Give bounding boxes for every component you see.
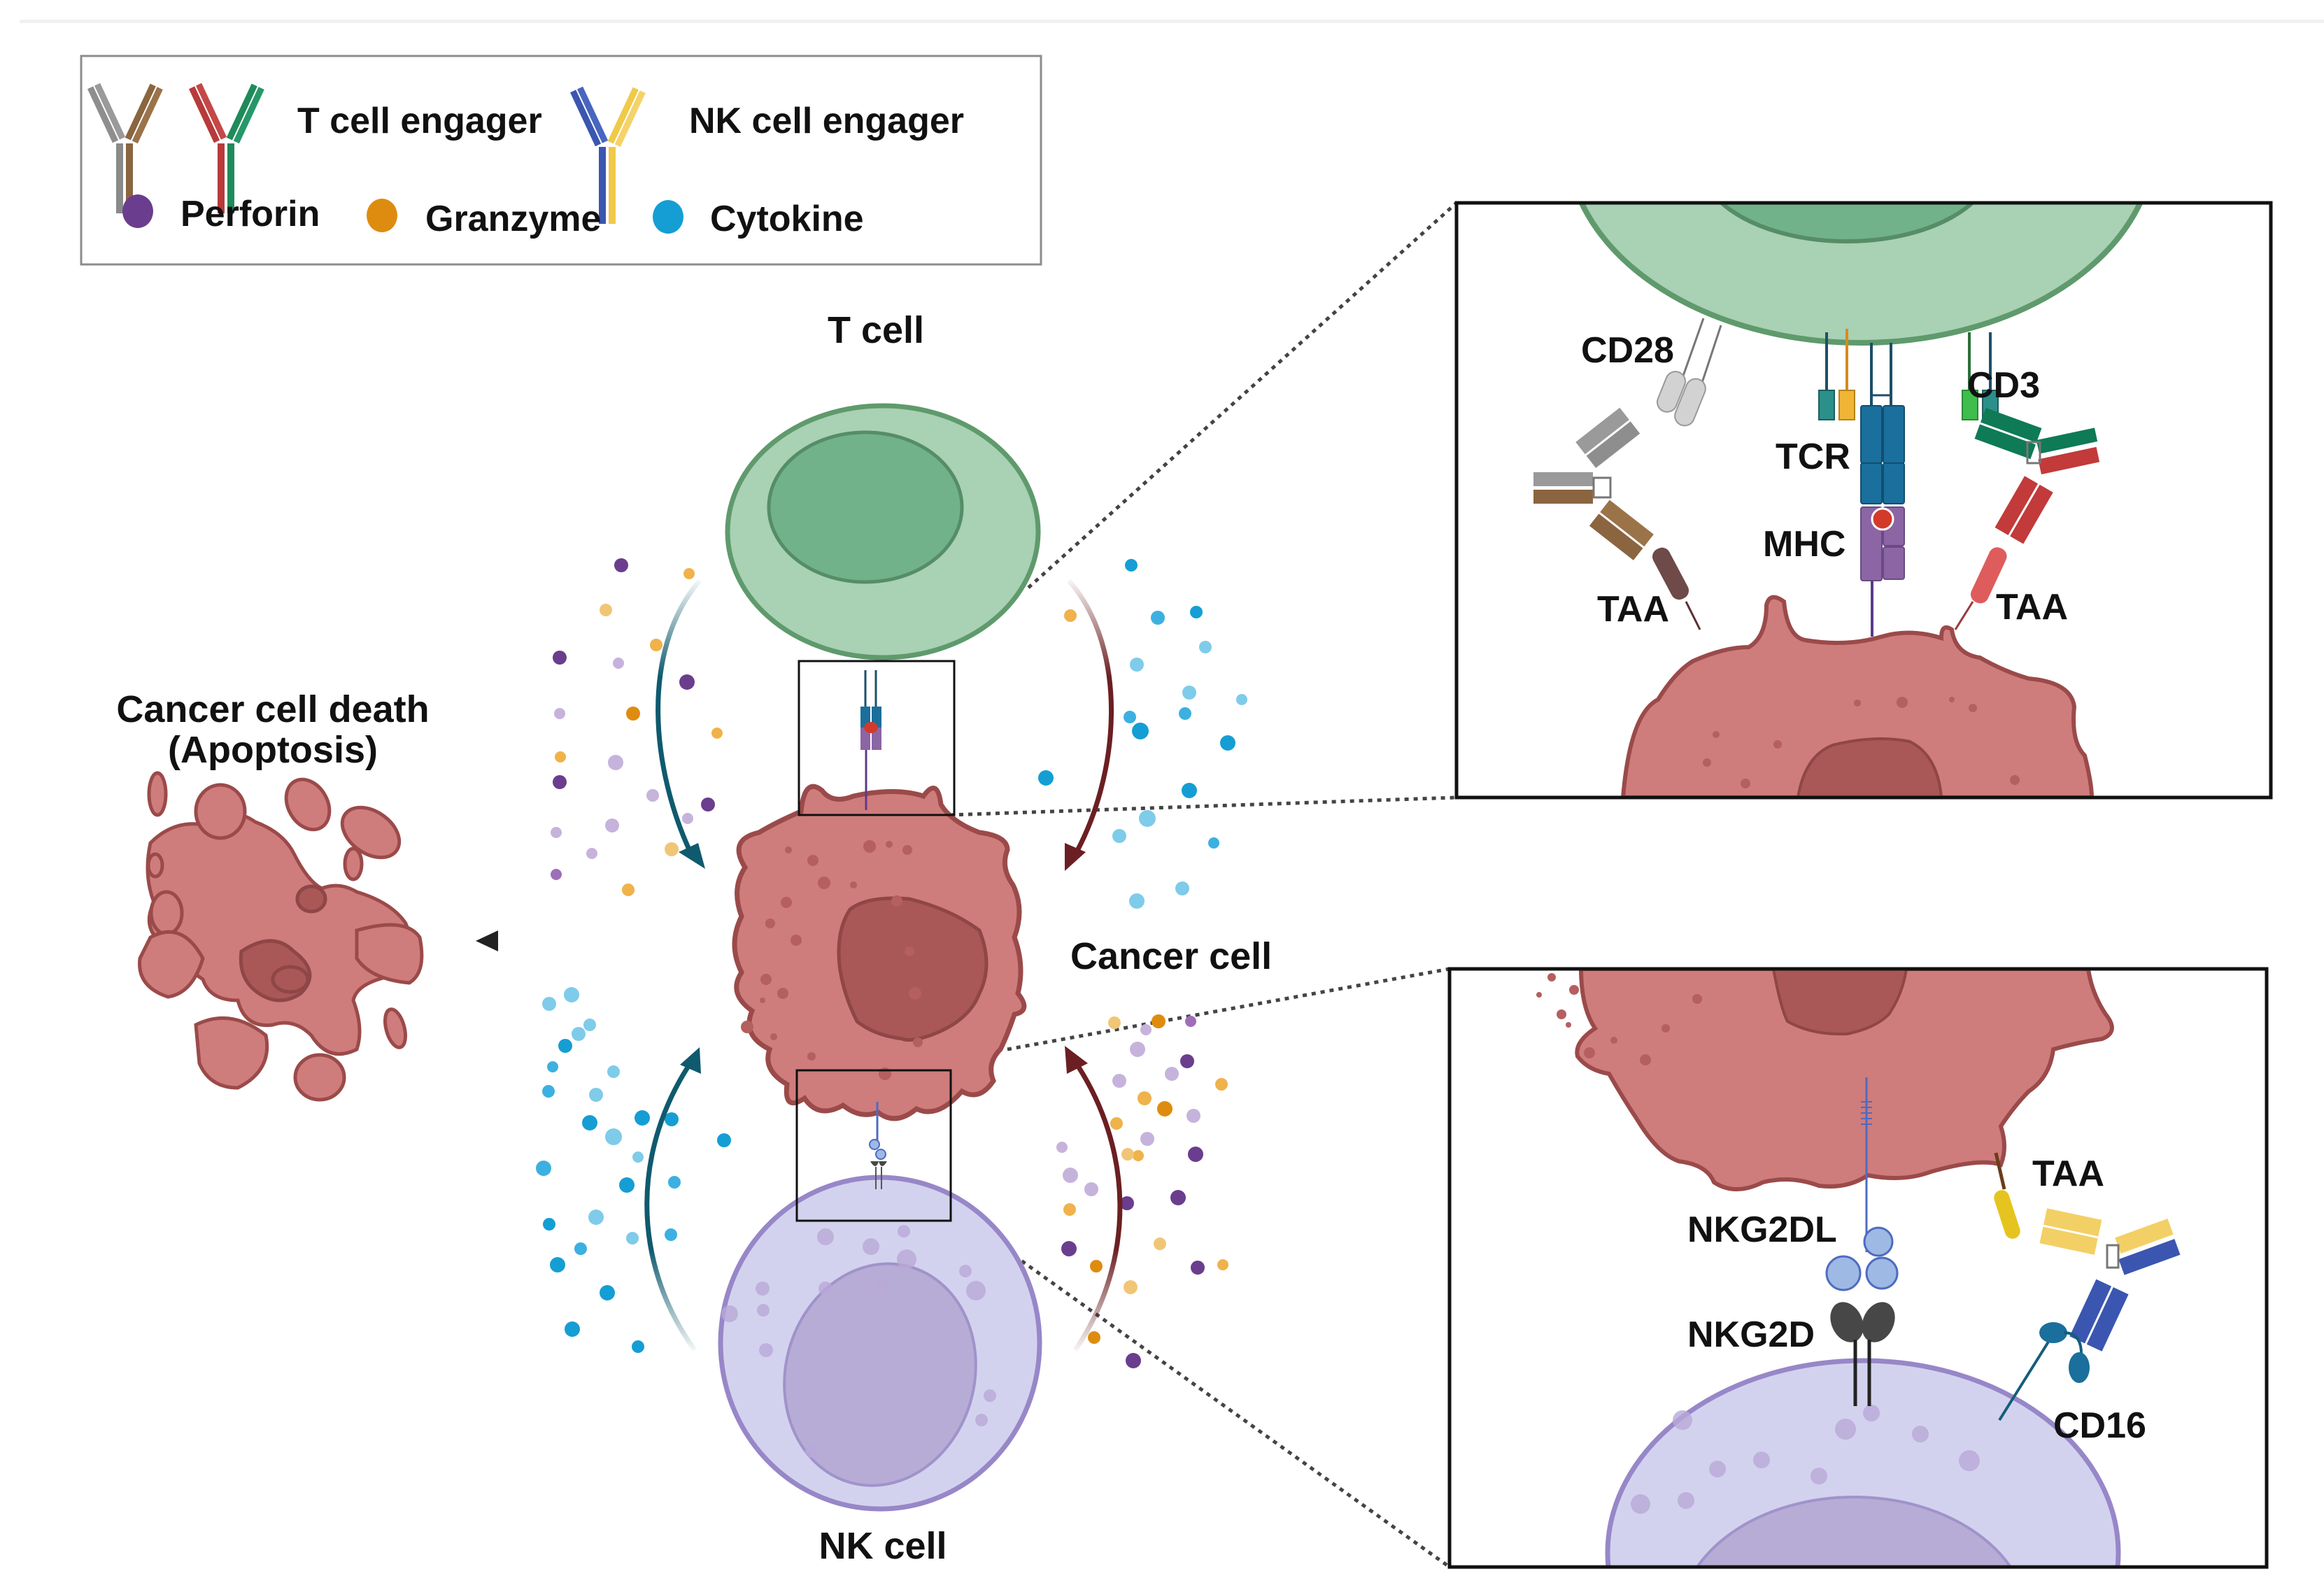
t-cell-engager-red-green-icon — [189, 83, 264, 213]
nkg2dl-ligand — [1825, 1077, 1899, 1291]
cytokine-dot-icon — [653, 200, 683, 234]
arrow-cancer-to-apoptosis — [476, 930, 700, 951]
inset-bottom-nk-cell — [1605, 1358, 2121, 1567]
connector-top-upper — [1027, 201, 1458, 589]
arrow-nkcell-to-cancer-right — [1065, 1046, 1123, 1352]
legend-t-cell-engager: T cell engager — [297, 101, 542, 141]
inset-nk-cell-synapse: NKG2DL NKG2D TAA CD16 — [1447, 967, 2269, 1569]
mini-nkg2d-complex — [869, 1102, 887, 1189]
arrow-tcell-to-cancer-left — [656, 579, 705, 869]
inset-top-t-cell — [1578, 203, 2144, 346]
label-cd28: CD28 — [1581, 330, 1674, 371]
cd16-receptor — [1998, 1322, 2090, 1421]
cancer-cell-nucleus — [837, 896, 989, 1042]
cancer-cell-label: Cancer cell — [1070, 935, 1272, 977]
particles-lower-right — [1056, 1014, 1228, 1368]
nkg2d-receptor — [1830, 1302, 1895, 1406]
inset-bottom-frame — [1447, 967, 2269, 1569]
arrow-tcell-to-cancer-right — [1065, 579, 1114, 871]
t-cell-nucleus — [767, 430, 964, 584]
legend-box — [80, 55, 1042, 266]
inset-t-cell-synapse: CD28 CD3 TCR MHC TAA TAA — [1454, 201, 2273, 800]
inset-bottom-taa-and-nk-engager — [1994, 1152, 2181, 1352]
connector-bottom-lower — [1013, 1254, 1451, 1569]
label-mhc: MHC — [1763, 524, 1845, 565]
arrow-nkcell-to-cancer-left — [644, 1047, 701, 1352]
label-tcr: TCR — [1776, 437, 1850, 477]
inset-top-cancer-cell — [1620, 595, 2095, 797]
inset-top-frame — [1454, 201, 2273, 800]
label-cd3: CD3 — [1967, 365, 2040, 406]
connector-top-lower — [949, 795, 1457, 817]
particles-upper-left — [551, 558, 723, 896]
inset-top-right-t-cell-engager — [1954, 407, 2100, 630]
apoptosis-label-line1: Cancer cell death — [116, 688, 429, 730]
zoom-connector-lines — [949, 201, 1458, 1569]
inset-top-left-t-cell-engager — [1533, 407, 1701, 630]
legend: T cell engager NK cell engager Perforin … — [80, 55, 1042, 266]
t-cell — [725, 403, 1041, 660]
label-nkg2dl: NKG2DL — [1687, 1210, 1837, 1250]
particles-upper-right — [1038, 559, 1247, 909]
t-cell-engager-gray-brown-icon — [87, 83, 163, 213]
legend-cytokine: Cytokine — [710, 199, 864, 239]
nk-cell-label: NK cell — [819, 1525, 947, 1567]
label-taa-right: TAA — [1996, 587, 2068, 628]
granzyme-dot-icon — [367, 199, 397, 232]
cancer-cell — [732, 784, 1027, 1121]
zoom-box-top — [798, 660, 956, 816]
label-taa-left: TAA — [1597, 589, 1669, 630]
tcr-cd3-mhc-complex — [1818, 329, 1999, 637]
legend-nk-cell-engager: NK cell engager — [689, 101, 964, 141]
particles-lower-left — [536, 987, 731, 1353]
connector-bottom-upper — [1007, 967, 1450, 1051]
label-taa: TAA — [2032, 1154, 2104, 1194]
t-cell-label: T cell — [828, 309, 924, 351]
apoptotic-cell-fragments — [138, 771, 424, 1102]
mini-tcr-mhc-complex — [860, 670, 881, 810]
label-nkg2d: NKG2D — [1687, 1314, 1815, 1355]
label-cd16: CD16 — [2053, 1405, 2146, 1446]
top-separator — [20, 20, 2324, 23]
apoptosis-label-line2: (Apoptosis) — [168, 729, 378, 771]
legend-granzyme: Granzyme — [425, 199, 601, 239]
inset-bottom-cancer-cell — [1575, 969, 2114, 1191]
zoom-box-bottom — [795, 1069, 952, 1222]
nk-cell — [718, 1175, 1042, 1512]
perforin-dot-icon — [122, 194, 153, 228]
cd28-receptor — [1657, 318, 1722, 427]
nk-cell-engager-icon — [570, 86, 646, 224]
legend-perforin: Perforin — [180, 194, 320, 234]
